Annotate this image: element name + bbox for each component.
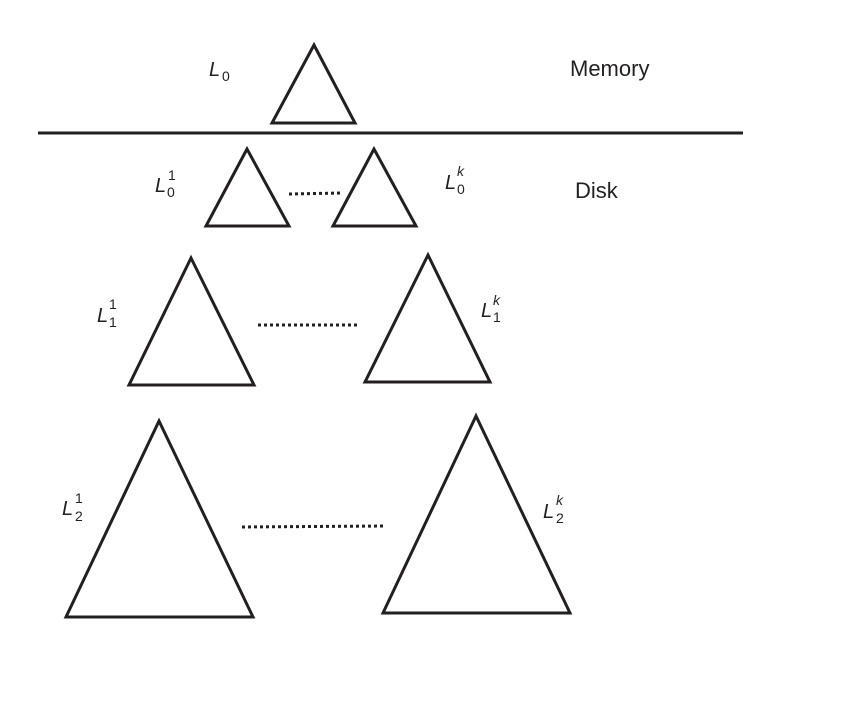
label-l2-1-sub: 2 bbox=[75, 508, 83, 524]
label-l0-sub: 0 bbox=[222, 68, 230, 84]
level0-ellipsis bbox=[288, 191, 343, 196]
disk-region-label: Disk bbox=[575, 178, 619, 203]
label-l0-base: L bbox=[209, 59, 220, 81]
label-l0-1-sup: 1 bbox=[168, 167, 176, 183]
label-l1-1-sub: 1 bbox=[109, 314, 117, 330]
label-l0-k-base: L bbox=[445, 172, 456, 194]
label-l1-1-base: L bbox=[97, 305, 108, 327]
level1-last-triangle bbox=[362, 251, 493, 384]
label-l2-k-base: L bbox=[543, 501, 554, 523]
label-l1-1-sup: 1 bbox=[109, 296, 117, 312]
label-l0-1-sub: 0 bbox=[167, 184, 175, 200]
memory-region-label: Memory bbox=[570, 56, 649, 81]
memory-tree-triangle bbox=[269, 41, 358, 125]
label-l0-1-base: L bbox=[155, 175, 166, 197]
level2-ellipsis bbox=[241, 524, 386, 529]
label-l1-k-sub: 1 bbox=[493, 309, 501, 325]
level0-last-triangle bbox=[330, 145, 419, 228]
label-l0-k-sub: 0 bbox=[457, 181, 465, 197]
label-l2-k-sub: 2 bbox=[556, 510, 564, 526]
level1-first-triangle bbox=[126, 254, 257, 387]
label-l1-k-base: L bbox=[481, 300, 492, 322]
level2-first-triangle bbox=[63, 417, 256, 619]
label-l2-1-sup: 1 bbox=[75, 490, 83, 506]
level0-first-triangle bbox=[203, 145, 292, 228]
level2-last-triangle bbox=[380, 412, 573, 615]
label-l0-k-sup: k bbox=[457, 163, 465, 179]
label-l1-k-sup: k bbox=[493, 292, 501, 308]
label-l2-1-base: L bbox=[62, 498, 73, 520]
label-l2-k-sup: k bbox=[556, 492, 564, 508]
